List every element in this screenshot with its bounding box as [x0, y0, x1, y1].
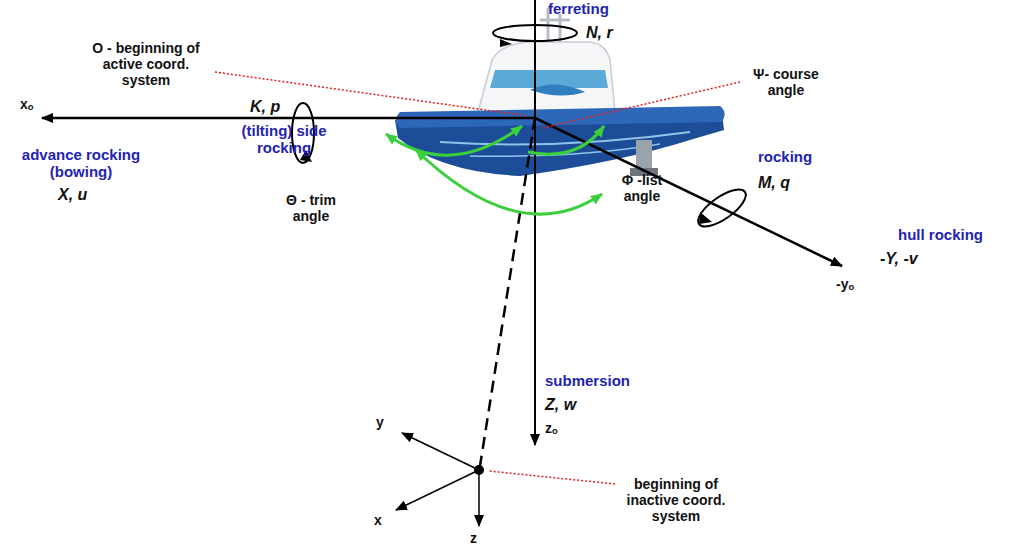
axis-symbol: -Y, -v	[880, 250, 918, 268]
axis-name: x	[374, 512, 382, 528]
motion-name: rocking	[758, 148, 812, 165]
axis-symbol: K, p	[250, 98, 280, 116]
axis-name: xₒ	[20, 96, 34, 112]
angle-label: Ψ- course angle	[745, 66, 827, 98]
axis-name: -yₒ	[836, 276, 854, 292]
motion-name: ferreting	[548, 0, 609, 17]
motion-name: submersion	[545, 372, 630, 389]
note-label: O - beginning of active coord. system	[90, 40, 202, 88]
axis-symbol: N, r	[586, 24, 613, 42]
axis-symbol: Z, w	[545, 396, 576, 414]
motion-name: advance rocking (bowing)	[6, 146, 156, 181]
axis-name: z	[470, 530, 477, 546]
angle-label: Φ -list angle	[610, 172, 674, 204]
motion-name: (tilting) side rocking	[225, 122, 343, 157]
axis-symbol: X, u	[58, 186, 87, 204]
axis-name: zₒ	[545, 420, 558, 436]
axis-symbol: M, q	[758, 174, 790, 192]
motion-name: hull rocking	[898, 226, 983, 243]
note-label: beginning of inactive coord. system	[620, 476, 732, 524]
axis-name: y	[376, 414, 384, 430]
boat	[395, 8, 725, 176]
angle-label: Θ - trim angle	[272, 192, 350, 224]
